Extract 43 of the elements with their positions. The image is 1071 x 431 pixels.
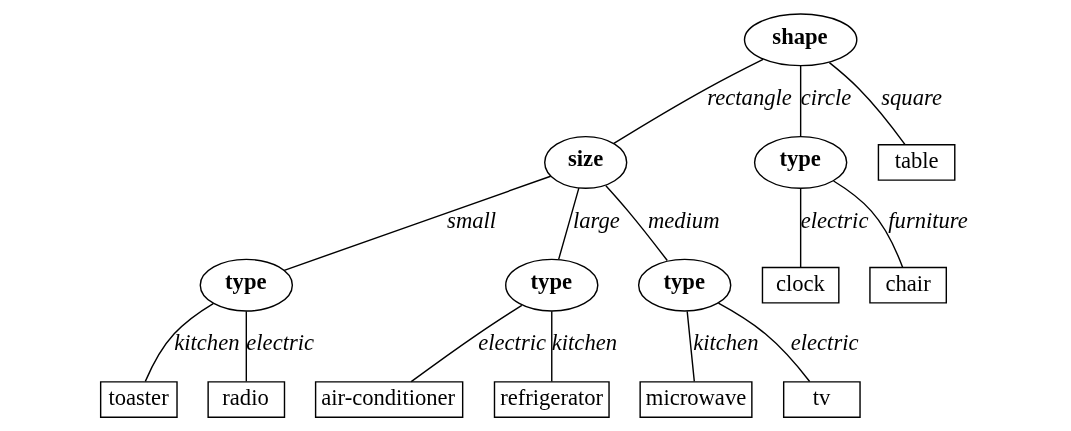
node-ellipse: size: [544, 135, 628, 189]
node-box: table: [877, 144, 956, 181]
node-box: microwave: [639, 381, 753, 418]
node-box: tv: [782, 381, 861, 418]
node-ellipse: type: [505, 258, 599, 312]
node-box: radio: [207, 381, 286, 418]
node-box: refrigerator: [493, 381, 610, 418]
edge-label: medium: [647, 207, 720, 233]
edge-label: large: [572, 207, 620, 233]
edge-label: kitchen: [551, 330, 618, 356]
node-ellipse: type: [637, 258, 732, 312]
connector: [686, 310, 695, 383]
connector: [799, 188, 802, 269]
connector: [605, 185, 668, 262]
connector: [558, 187, 580, 260]
edge-label: electric: [478, 330, 547, 356]
connector: [283, 175, 552, 272]
edge-label: furniture: [888, 207, 968, 233]
connector: [799, 65, 802, 137]
connector: [551, 310, 553, 383]
node-ellipse: type: [199, 258, 294, 312]
edge-label: circle: [800, 85, 852, 111]
node-box: air-conditioner: [314, 381, 464, 418]
edge-label: electric: [790, 330, 859, 356]
node-box: toaster: [99, 381, 178, 418]
connector: [410, 304, 523, 383]
edge-label: kitchen: [693, 330, 759, 356]
edge-label: small: [447, 207, 497, 233]
node-box: clock: [761, 266, 840, 304]
node-ellipse: shape: [743, 13, 858, 67]
connector: [613, 58, 764, 145]
connector: [245, 310, 247, 383]
node-box: chair: [869, 266, 947, 304]
connector: [144, 302, 214, 383]
edge-label: square: [881, 85, 942, 111]
edge-label: electric: [246, 330, 315, 356]
edge-label: kitchen: [174, 330, 240, 356]
connector: [717, 302, 811, 383]
connector: [828, 61, 906, 146]
edge-label: electric: [800, 207, 869, 233]
edge-label: rectangle: [707, 85, 792, 111]
connector: [832, 180, 904, 269]
node-ellipse: type: [753, 135, 848, 189]
